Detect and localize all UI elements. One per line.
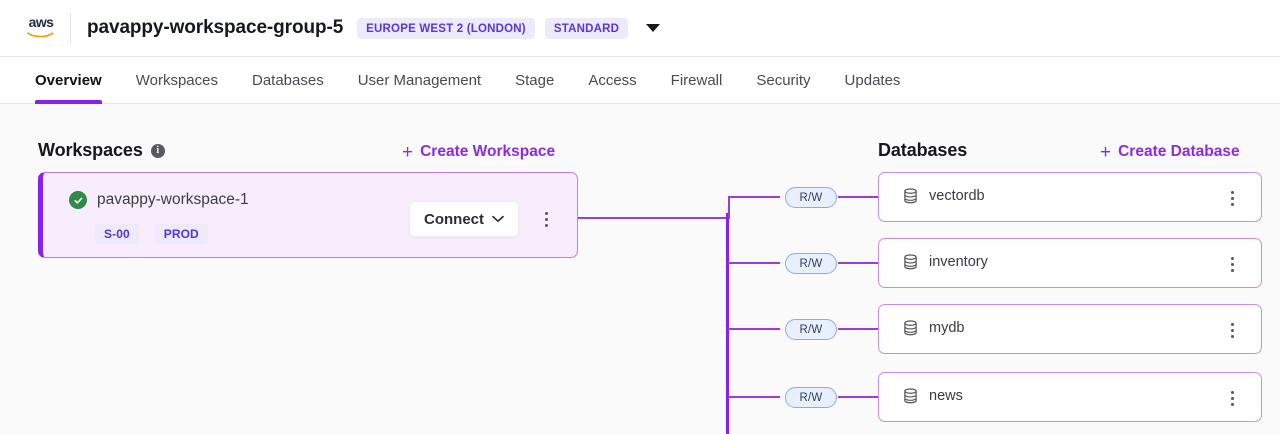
- wire-branch-1-riser: [728, 196, 730, 217]
- tab-access[interactable]: Access: [588, 72, 637, 89]
- database-menu-button[interactable]: [1223, 253, 1241, 275]
- access-pill-mydb[interactable]: R/W: [785, 319, 837, 340]
- workspace-badges: S-00 PROD: [95, 224, 208, 244]
- header-divider: [70, 13, 71, 43]
- database-card-vectordb[interactable]: vectordb: [878, 172, 1262, 222]
- app-header: aws pavappy-workspace-group-5 EUROPE WES…: [0, 0, 1280, 57]
- database-card-inventory[interactable]: inventory: [878, 238, 1262, 288]
- connect-button[interactable]: Connect: [409, 201, 519, 237]
- plus-icon: +: [1100, 141, 1112, 163]
- tab-stage[interactable]: Stage: [515, 72, 555, 89]
- tab-firewall[interactable]: Firewall: [670, 72, 723, 89]
- tier-badge: STANDARD: [544, 17, 629, 39]
- database-menu-button[interactable]: [1223, 319, 1241, 341]
- database-menu-button[interactable]: [1223, 387, 1241, 409]
- tab-security[interactable]: Security: [756, 72, 811, 89]
- create-workspace-label: Create Workspace: [420, 143, 556, 160]
- database-name: vectordb: [929, 188, 985, 204]
- database-icon: [904, 320, 917, 336]
- database-icon: [904, 388, 917, 404]
- region-badge: EUROPE WEST 2 (LONDON): [357, 17, 535, 39]
- wire-branch-3: [728, 328, 780, 330]
- chevron-down-icon[interactable]: [646, 24, 661, 32]
- check-circle-icon: [69, 191, 87, 209]
- workspace-env-badge: PROD: [154, 224, 208, 244]
- overview-canvas: Workspaces + Create Workspace Databases …: [0, 104, 1280, 434]
- wire-branch-2-tail: [838, 262, 880, 264]
- wire-branch-2: [728, 262, 780, 264]
- connect-label: Connect: [424, 210, 484, 228]
- databases-title: Databases: [878, 140, 968, 160]
- aws-swoosh-icon: [27, 32, 54, 38]
- database-label: inventory: [903, 254, 988, 270]
- database-label: news: [903, 388, 963, 404]
- workspace-name: pavappy-workspace-1: [97, 191, 249, 208]
- database-icon: [904, 254, 917, 270]
- create-database-label: Create Database: [1118, 143, 1240, 160]
- database-card-news[interactable]: news: [878, 372, 1262, 422]
- databases-section-header: Databases: [878, 140, 967, 161]
- access-pill-inventory[interactable]: R/W: [785, 253, 837, 274]
- workspace-menu-button[interactable]: [537, 208, 555, 230]
- info-icon[interactable]: [150, 143, 165, 158]
- database-card-mydb[interactable]: mydb: [878, 304, 1262, 354]
- database-icon: [904, 188, 917, 204]
- header-content: aws pavappy-workspace-group-5 EUROPE WES…: [0, 13, 661, 43]
- workspace-group-title: pavappy-workspace-group-5: [87, 17, 344, 38]
- wire-branch-4-tail: [838, 396, 880, 398]
- database-menu-button[interactable]: [1223, 187, 1241, 209]
- wire-workspace-to-trunk: [578, 217, 730, 219]
- workspaces-title: Workspaces: [38, 140, 143, 160]
- workspace-name-row: pavappy-workspace-1: [69, 191, 249, 209]
- chevron-down-icon: [492, 215, 504, 222]
- access-pill-vectordb[interactable]: R/W: [785, 187, 837, 208]
- create-database-button[interactable]: + Create Database: [1100, 141, 1240, 163]
- access-pill-news[interactable]: R/W: [785, 387, 837, 408]
- workspaces-section-header: Workspaces: [38, 140, 165, 161]
- workspace-size-badge: S-00: [95, 224, 139, 244]
- database-label: mydb: [903, 320, 964, 336]
- tab-user-management[interactable]: User Management: [357, 72, 482, 89]
- database-name: inventory: [929, 254, 988, 270]
- database-name: news: [929, 388, 963, 404]
- workspace-card[interactable]: pavappy-workspace-1 S-00 PROD Connect: [38, 172, 578, 258]
- database-label: vectordb: [903, 188, 985, 204]
- create-workspace-button[interactable]: + Create Workspace: [402, 141, 556, 163]
- main-tab-bar: Overview Workspaces Databases User Manag…: [0, 57, 1280, 104]
- tab-overview[interactable]: Overview: [18, 57, 119, 104]
- tab-databases[interactable]: Databases: [251, 72, 324, 89]
- tab-updates[interactable]: Updates: [844, 72, 901, 89]
- wire-trunk-vertical: [726, 213, 729, 434]
- wire-branch-3-tail: [838, 328, 880, 330]
- plus-icon: +: [402, 141, 414, 163]
- wire-branch-4: [728, 396, 780, 398]
- wire-branch-1-tail: [838, 196, 880, 198]
- aws-logo-icon: aws: [24, 15, 58, 41]
- database-name: mydb: [929, 320, 965, 336]
- wire-branch-1: [728, 196, 780, 198]
- tab-workspaces[interactable]: Workspaces: [135, 72, 218, 89]
